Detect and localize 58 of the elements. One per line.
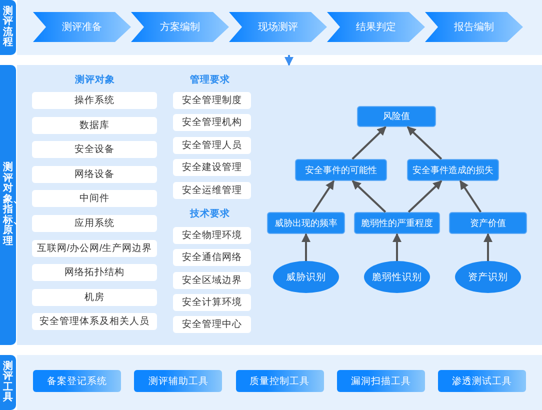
requirement-box: 安全管理人员	[173, 136, 251, 154]
arrow	[392, 233, 402, 261]
object-box: 机房	[32, 288, 157, 306]
object-box: 应用系统	[32, 215, 157, 232]
arrow	[459, 180, 482, 213]
requirement-box: 安全区域边界	[173, 272, 251, 289]
section-tab: 测评流程	[0, 0, 16, 55]
arrow	[352, 126, 386, 160]
arrow	[284, 55, 294, 66]
requirement-box: 安全管理制度	[173, 92, 251, 109]
object-box: 互联网/办公网/生产网边界	[32, 240, 157, 257]
column-heading: 测评对象	[75, 74, 115, 86]
section-panel	[0, 65, 542, 345]
factor-box: 风险值	[357, 106, 436, 127]
arrow	[484, 233, 492, 261]
tool-box: 测评辅助工具	[134, 370, 222, 392]
column-heading: 技术要求	[190, 208, 230, 220]
process-step: 结果判定	[327, 12, 425, 42]
factor-box: 脆弱性的严重程度	[354, 212, 440, 234]
object-box: 安全管理体系及相关人员	[32, 313, 157, 330]
tool-box: 备案登记系统	[33, 370, 121, 392]
process-step: 现场测评	[229, 12, 327, 42]
tool-box: 质量控制工具	[236, 370, 324, 392]
arrow	[406, 126, 442, 160]
requirement-box: 安全通信网络	[173, 249, 251, 266]
factor-box: 安全事件造成的损失	[407, 159, 499, 181]
object-box: 安全设备	[32, 141, 157, 158]
object-box: 网络拓扑结构	[32, 264, 157, 282]
arrow	[408, 180, 442, 213]
section-tab: 测评工具	[0, 355, 16, 410]
factor-box: 威胁出现的频率	[267, 212, 345, 234]
factor-box: 安全事件的可能性	[295, 159, 387, 181]
tool-box: 渗透测试工具	[438, 370, 526, 392]
object-box: 中间件	[32, 190, 157, 208]
requirement-box: 安全建设管理	[173, 159, 251, 176]
section-panel	[0, 355, 542, 410]
requirement-box: 安全管理中心	[173, 316, 251, 334]
tool-box: 漏洞扫描工具	[336, 370, 425, 392]
process-step: 测评准备	[33, 12, 131, 42]
process-step: 方案编制	[131, 12, 229, 42]
object-box: 数据库	[32, 116, 157, 134]
process-step: 报告编制	[425, 12, 523, 42]
object-box: 网络设备	[32, 166, 157, 183]
identification-ellipse: 脆弱性识别	[364, 261, 430, 293]
arrow	[302, 233, 310, 261]
arrow	[352, 180, 386, 213]
identification-ellipse: 资产识别	[455, 261, 521, 293]
column-heading: 管理要求	[190, 74, 230, 86]
requirement-box: 安全运维管理	[173, 182, 251, 199]
arrow	[312, 180, 335, 213]
requirement-box: 安全计算环境	[173, 294, 251, 311]
section-tab: 测评对象、指标、原理	[0, 65, 16, 345]
requirement-box: 安全物理环境	[173, 227, 251, 244]
object-box: 操作系统	[32, 92, 157, 109]
identification-ellipse: 威胁识别	[273, 261, 339, 293]
section-panel	[0, 0, 542, 55]
factor-box: 资产价值	[449, 212, 527, 234]
requirement-box: 安全管理机构	[173, 114, 251, 132]
